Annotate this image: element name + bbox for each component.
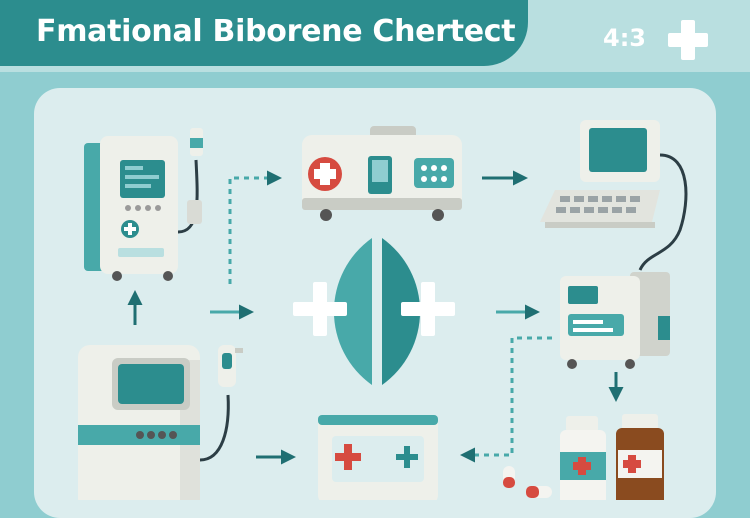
syringe-icon (218, 345, 243, 387)
flow-arrow-icon (228, 170, 282, 284)
title-banner: Fmational Biborene Chertect (0, 0, 528, 66)
flow-arrow-icon (460, 336, 552, 463)
patient-monitor-device (84, 128, 203, 281)
infusion-unit-device (318, 415, 438, 500)
ultrasound-machine-device (78, 345, 243, 500)
medical-cross-icon (335, 444, 361, 470)
medicine-bottle-icon (616, 414, 664, 500)
defibrillator-device (302, 126, 462, 221)
plus-icon (396, 446, 418, 468)
plus-icon (668, 20, 708, 60)
diagnostic-machine-device (560, 272, 670, 369)
flow-arrows (127, 170, 624, 465)
center-circle (293, 238, 455, 385)
computer-terminal-device (540, 120, 688, 271)
plus-icon (401, 282, 455, 336)
plus-icon (293, 282, 347, 336)
medicine-bottle-icon (560, 416, 606, 500)
page-title: Fmational Biborene Chertect (36, 14, 516, 49)
pill-capsule-icon (503, 466, 552, 498)
aspect-ratio-label: 4:3 (603, 24, 646, 52)
workflow-diagram (78, 120, 688, 500)
